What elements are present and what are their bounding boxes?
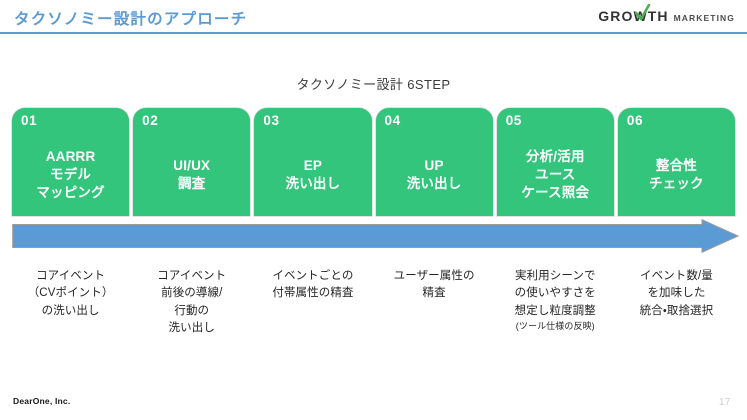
caption-line: 付帯属性の精査: [272, 287, 354, 300]
caption-line: 実利用シーンで: [514, 270, 596, 282]
footer-company: DearOne, Inc.: [13, 396, 71, 406]
slide-header: タクソノミー設計のアプローチ GROWTH MARKETING: [0, 0, 747, 34]
caption-line: 精査: [422, 287, 446, 300]
step-box-01[interactable]: 01 AARRR モデル マッピング: [12, 108, 130, 216]
page-number: 17: [718, 397, 731, 408]
step-label-line: チェック: [649, 176, 704, 191]
brand-wordmark: GROWTH: [598, 8, 669, 24]
steps-row: 01 AARRR モデル マッピング 02 UI/UX 調査 03 EP 洗い出…: [12, 108, 736, 216]
step-box-02[interactable]: 02 UI/UX 調査: [133, 108, 251, 216]
page-title: タクソノミー設計のアプローチ: [14, 11, 248, 28]
step-label-line: ユース: [535, 167, 576, 183]
caption-line: ユーザー属性の: [393, 270, 475, 282]
step-caption-06: イベント数/量 を加味した 統合・取捨選択: [618, 268, 735, 338]
caption-line: 前後の導線/: [161, 287, 223, 300]
step-label-line: 洗い出し: [285, 176, 341, 191]
step-label: 分析/活用 ユース ケース照会: [497, 138, 614, 212]
step-box-03[interactable]: 03 EP 洗い出し: [254, 108, 372, 216]
caption-line: 想定し粒度調整: [514, 304, 596, 317]
caption-line: イベント数/量: [639, 270, 713, 282]
step-caption-01: コアイベント （CVポイント） の洗い出し: [12, 268, 129, 338]
brand-submark: MARKETING: [673, 13, 735, 23]
caption-line: 洗い出し: [168, 322, 215, 335]
diagram-subtitle: タクソノミー設計 6STEP: [296, 77, 451, 92]
step-label-line: 洗い出し: [406, 176, 462, 191]
caption-line-note: (ツール仕様の反映): [515, 321, 595, 332]
caption-line: コアイベント: [36, 270, 106, 282]
step-label-line: 整合性: [655, 158, 697, 174]
caption-line: （CVポイント）: [27, 287, 114, 300]
step-caption-04: ユーザー属性の 精査: [376, 268, 493, 338]
step-caption-05: 実利用シーンで の使いやすさを 想定し粒度調整 (ツール仕様の反映): [497, 268, 614, 338]
caption-line: の洗い出し: [41, 304, 100, 317]
caption-line: の使いやすさを: [514, 287, 596, 300]
step-number: 04: [384, 113, 401, 128]
header-divider: [0, 32, 747, 34]
step-label-line: ケース照会: [521, 184, 590, 200]
step-label: UP 洗い出し: [376, 138, 493, 212]
step-label: UI/UX 調査: [133, 138, 250, 212]
step-label-line: UI/UX: [173, 158, 211, 174]
caption-line: 統合・取捨選択: [639, 304, 714, 317]
step-number: 06: [626, 113, 644, 128]
step-caption-02: コアイベント 前後の導線/ 行動の 洗い出し: [133, 268, 250, 338]
right-arrow-icon: [12, 219, 739, 253]
step-label-line: UP: [424, 158, 444, 174]
step-label: AARRR モデル マッピング: [12, 138, 129, 212]
caption-line: 行動の: [174, 304, 210, 317]
step-label-line: 調査: [178, 176, 206, 191]
step-number: 03: [263, 113, 280, 128]
step-label: 整合性 チェック: [618, 138, 735, 212]
caption-line: コアイベント: [157, 270, 227, 282]
step-number: 05: [505, 113, 522, 128]
step-label-line: EP: [303, 158, 323, 174]
step-label-line: マッピング: [36, 184, 105, 200]
brand-logo: GROWTH MARKETING: [598, 4, 735, 24]
step-number: 01: [21, 113, 38, 128]
step-caption-03: イベントごとの 付帯属性の精査: [254, 268, 371, 338]
step-label: EP 洗い出し: [254, 138, 371, 212]
step-box-04[interactable]: 04 UP 洗い出し: [375, 108, 493, 216]
step-label-line: モデル: [50, 167, 92, 183]
captions-row: コアイベント （CVポイント） の洗い出し コアイベント 前後の導線/ 行動の …: [12, 268, 735, 338]
caption-line: を加味した: [647, 287, 706, 300]
step-box-05[interactable]: 05 分析/活用 ユース ケース照会: [496, 108, 614, 216]
step-label-line: AARRR: [45, 149, 96, 165]
caption-line: イベントごとの: [272, 270, 354, 282]
step-box-06[interactable]: 06 整合性 チェック: [617, 108, 736, 216]
step-label-line: 分析/活用: [525, 149, 585, 165]
step-number: 02: [142, 113, 159, 128]
